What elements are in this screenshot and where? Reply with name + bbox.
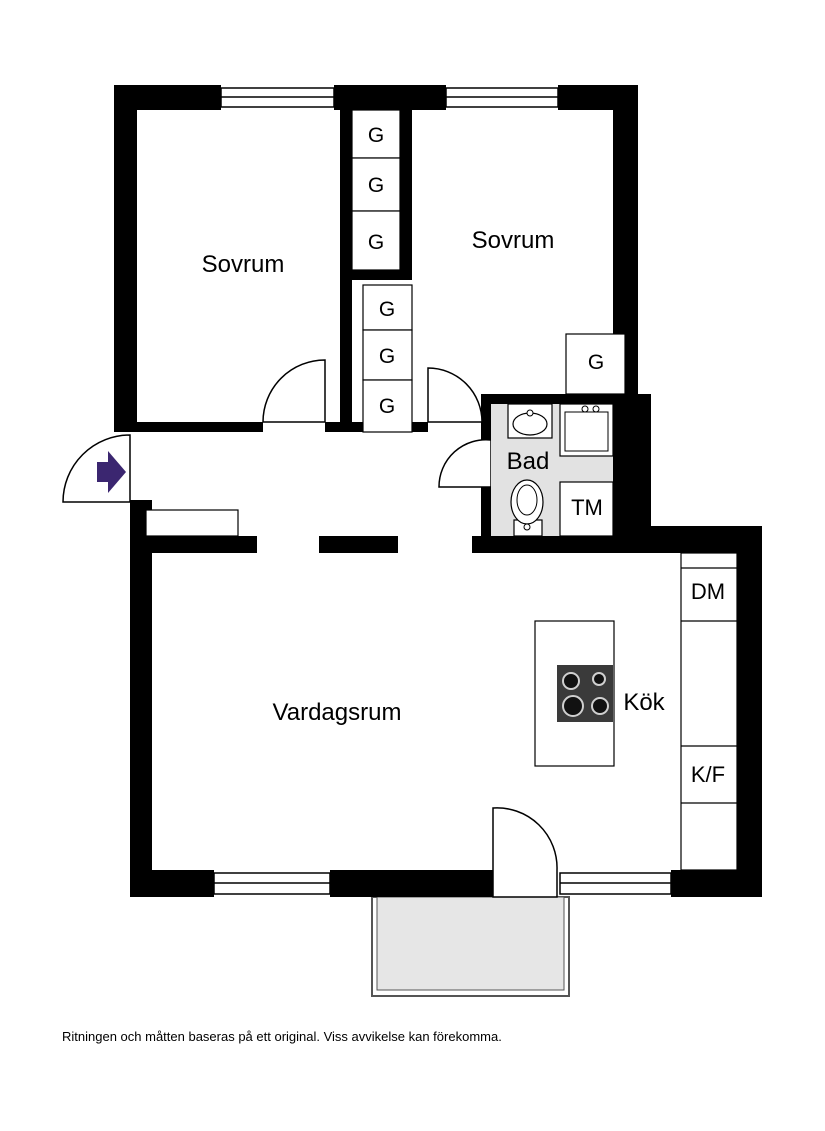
closets — [351, 109, 626, 433]
door-bedroom-left — [262, 359, 326, 423]
room-label-living-room: Vardagsrum — [273, 699, 402, 726]
balcony — [371, 896, 570, 997]
disclaimer-text: Ritningen och måtten baseras på ett orig… — [62, 1029, 502, 1044]
fridge-freezer-label: K/F — [691, 762, 725, 787]
stove-icon — [557, 665, 613, 722]
bathroom — [491, 403, 614, 537]
windows — [213, 87, 672, 895]
entrance-arrow-icon — [97, 451, 126, 493]
closet-label: G — [588, 351, 604, 374]
closet-label: G — [379, 395, 395, 418]
room-label-kitchen: Kök — [623, 689, 665, 716]
walls — [114, 85, 762, 897]
closet-label: G — [368, 174, 384, 197]
room-label-bathroom: Bad — [507, 448, 550, 475]
hallway-shelf — [145, 509, 239, 537]
door-balcony — [492, 807, 558, 898]
window-top-left — [220, 87, 335, 108]
closet-label: G — [368, 231, 384, 254]
closet-label: G — [379, 345, 395, 368]
dryer — [559, 481, 614, 537]
door-bedroom-right — [427, 367, 483, 423]
room-label-bedroom-right: Sovrum — [472, 227, 555, 254]
closet-label: G — [379, 298, 395, 321]
kitchen-counter — [680, 552, 738, 871]
toilet-icon — [510, 479, 544, 537]
dryer-label: TM — [571, 495, 603, 520]
closet-label: G — [368, 124, 384, 147]
doors — [62, 359, 558, 898]
window-top-right — [445, 87, 559, 108]
room-label-bedroom-left: Sovrum — [202, 251, 285, 278]
window-bottom-left — [213, 872, 331, 895]
window-bottom-right — [559, 872, 672, 895]
dishwasher-label: DM — [691, 579, 725, 604]
door-bathroom — [438, 438, 492, 488]
